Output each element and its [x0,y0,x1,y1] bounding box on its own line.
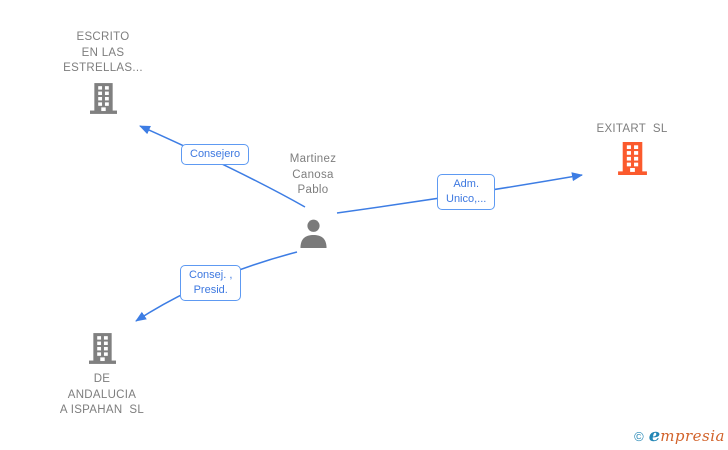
logo-brand-text: mpresia [660,427,725,445]
node-person-martinez-canosa-pablo[interactable]: Martinez Canosa Pablo [243,152,383,248]
person-name: Martinez Canosa Pablo [289,153,337,196]
building-icon [88,333,116,364]
company-name: ESCRITO EN LAS ESTRELLAS... [63,31,143,74]
edge-label-consej-presid[interactable]: Consej. , Presid. [180,265,242,301]
node-company-exitart[interactable]: EXITART SL [562,122,702,175]
node-company-escrito[interactable]: ESCRITO EN LAS ESTRELLAS... [33,30,173,114]
company-name: EXITART SL [596,123,668,135]
building-icon [617,141,647,175]
copyright-icon: © [634,429,644,444]
logo-brand-initial: e [648,425,661,446]
edge-label-adm-unico[interactable]: Adm. Unico,... [437,174,496,210]
node-company-andalucia[interactable]: DE ANDALUCIA A ISPAHAN SL [32,333,172,419]
edge-label-consejero[interactable]: Consejero [181,144,250,165]
building-icon [89,82,117,114]
empresia-watermark: © e mpresia [634,425,725,446]
person-icon [299,219,327,248]
company-name: DE ANDALUCIA A ISPAHAN SL [59,373,145,416]
edge-person-escrito[interactable] [139,125,306,208]
